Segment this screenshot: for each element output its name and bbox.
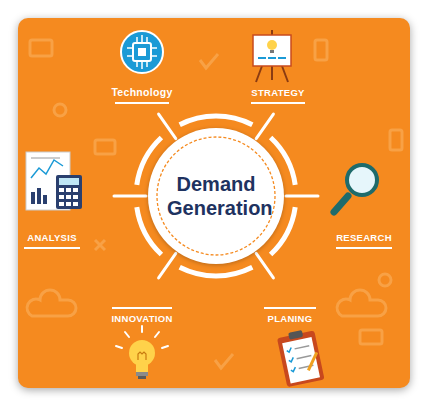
dashed-ring	[148, 128, 284, 264]
ring-arcs	[137, 116, 295, 276]
spoke-label: Technology	[111, 86, 172, 98]
spoke-label: ANALYSIS	[27, 232, 77, 243]
center-circle: Demand Generation	[148, 128, 284, 264]
spoke-label: INNOVATION	[111, 313, 172, 324]
technology-icon	[121, 31, 163, 73]
label-underlines	[24, 103, 392, 308]
spoke-label: RESEARCH	[336, 232, 392, 243]
innovation-icon	[116, 326, 168, 379]
node-title: Demand Generation	[167, 172, 265, 220]
spoke-label: PLANING	[268, 313, 313, 324]
strategy-icon	[253, 30, 291, 82]
analysis-icon	[26, 152, 82, 210]
spokes	[114, 114, 318, 278]
research-icon	[334, 165, 377, 212]
planing-icon	[276, 327, 324, 387]
dashed-circle	[157, 137, 275, 255]
spoke-label: STRATEGY	[251, 87, 304, 98]
background-symbols	[27, 40, 402, 368]
